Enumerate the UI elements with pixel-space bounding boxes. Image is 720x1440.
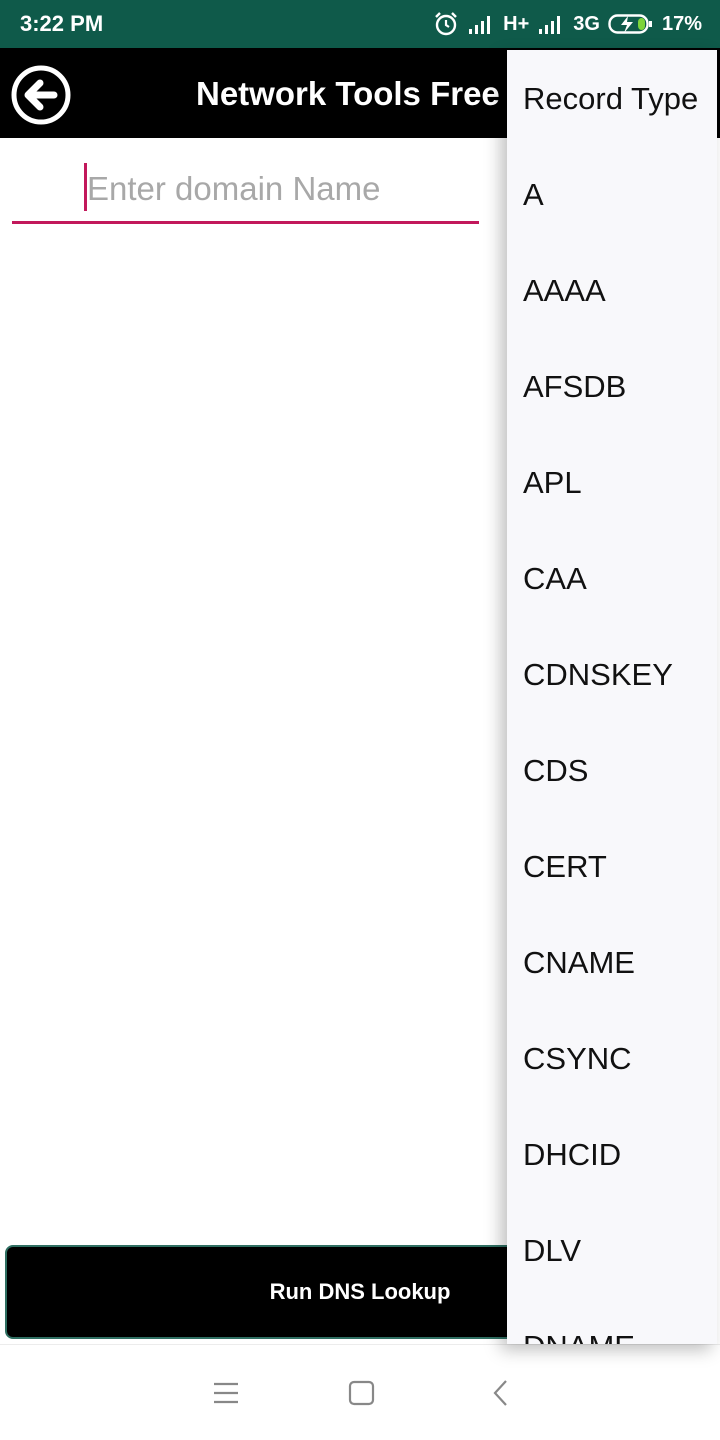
system-nav-bar — [0, 1344, 720, 1440]
dropdown-item-dlv[interactable]: DLV — [523, 1233, 582, 1268]
home-square-icon[interactable] — [347, 1378, 377, 1408]
dropdown-item-a[interactable]: A — [523, 177, 544, 212]
dropdown-item-caa[interactable]: CAA — [523, 561, 587, 596]
network-type-1: H+ — [503, 12, 530, 35]
status-time: 3:22 PM — [20, 11, 104, 36]
record-type-dropdown: Record Type A AAAA AFSDB APL CAA CDNSKEY… — [507, 50, 717, 1344]
dropdown-item-aaaa[interactable]: AAAA — [523, 273, 606, 308]
signal-2-icon — [537, 13, 565, 35]
status-icons: H+ 3G 17% — [433, 9, 702, 39]
dropdown-item-afsdb[interactable]: AFSDB — [523, 369, 627, 404]
back-triangle-icon[interactable] — [486, 1378, 516, 1408]
back-button[interactable] — [10, 64, 72, 126]
alarm-icon — [433, 11, 459, 37]
dropdown-item-csync[interactable]: CSYNC — [523, 1041, 632, 1076]
dropdown-item-cdnskey[interactable]: CDNSKEY — [523, 657, 673, 692]
signal-1-icon — [467, 13, 495, 35]
domain-input-field — [12, 160, 479, 224]
network-type-2: 3G — [573, 12, 600, 35]
page-title: Network Tools Free — [196, 75, 500, 112]
dropdown-item-cds[interactable]: CDS — [523, 753, 589, 788]
dropdown-header-record-type[interactable]: Record Type — [523, 81, 699, 116]
run-dns-lookup-label: Run DNS Lookup — [269, 1279, 451, 1304]
domain-input[interactable] — [84, 160, 474, 218]
dropdown-item-cname[interactable]: CNAME — [523, 945, 635, 980]
dropdown-item-apl[interactable]: APL — [523, 465, 582, 500]
arrow-left-circle-icon — [10, 65, 72, 130]
status-bar: 3:22 PM H+ 3G 17% — [0, 0, 720, 48]
dropdown-item-cert[interactable]: CERT — [523, 849, 607, 884]
menu-icon[interactable] — [211, 1378, 241, 1408]
dropdown-item-dname[interactable]: DNAME — [523, 1329, 635, 1344]
battery-percent: 17% — [661, 12, 702, 35]
dropdown-item-dhcid[interactable]: DHCID — [523, 1137, 622, 1172]
battery-charging-icon — [608, 13, 654, 35]
